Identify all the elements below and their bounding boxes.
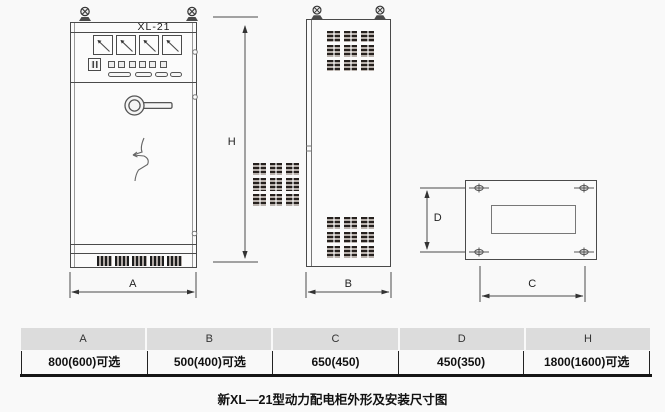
indicator-light-icon [149, 61, 157, 68]
lifting-eye-icon [185, 5, 199, 22]
lifting-eye-icon [310, 4, 324, 20]
dimension-arrowheads [71, 25, 584, 299]
table-value-cell: 650(450) [272, 351, 398, 374]
indicator-light-icon [108, 61, 115, 68]
meter-needles [97, 40, 179, 52]
rotary-handle-icon [124, 95, 173, 116]
indicator-light-icon [159, 61, 167, 68]
table-header-cell: D [399, 328, 524, 350]
louver-grid [327, 217, 374, 259]
dim-b-label: B [344, 278, 353, 290]
table-value-cell: 500(400)可选 [146, 351, 273, 374]
label-plate [108, 71, 131, 77]
label-plate [155, 71, 168, 77]
table-header-cell: C [273, 328, 398, 350]
dim-a-label: A [129, 278, 137, 290]
model-label: XL-21 [137, 20, 171, 33]
table-bottom-rule [20, 374, 652, 377]
front-right-edge-line [192, 23, 193, 267]
indicator-light-icon [128, 61, 136, 68]
table-value-cell: 1800(1600)可选 [523, 351, 650, 374]
indicator-light-icon [118, 61, 126, 68]
dim-c-label: C [528, 278, 537, 290]
indicator-light-icon [138, 61, 146, 68]
front-top-band-line [71, 32, 196, 33]
dim-d-lines [420, 187, 466, 253]
dim-h-label: H [227, 136, 237, 148]
table-value-cell: 450(350) [397, 351, 524, 374]
table-value-cell: 800(600)可选 [21, 351, 147, 374]
mounting-hole-icons [469, 183, 594, 257]
dim-c-lines [479, 266, 586, 302]
cable-entry-cutout [491, 205, 576, 234]
vent-strip [97, 256, 182, 266]
label-plate [135, 71, 152, 77]
dim-a-lines [69, 272, 197, 298]
dim-h-lines [213, 16, 258, 263]
table-header-cell: H [525, 328, 651, 350]
lifting-eye-icon [78, 5, 92, 22]
hour-counter-icon [88, 58, 101, 71]
front-left-edge-line [74, 23, 75, 267]
louver-grid-detail [253, 163, 300, 207]
dim-d-label: D [433, 212, 443, 224]
drawing-caption: 新XL—21型动力配电柜外形及安装尺寸图 [217, 393, 448, 407]
lifting-eye-icon [373, 4, 387, 20]
table-header-cell: B [147, 328, 272, 350]
front-panel-divider-line [71, 82, 196, 83]
louver-grid [327, 31, 374, 72]
table-header-row: A B C D H [21, 328, 651, 350]
dim-b-lines [305, 272, 392, 298]
door-knob-holes [191, 49, 198, 237]
table-value-row: 800(600)可选 500(400)可选 650(450) 450(350) … [21, 351, 650, 374]
table-header-cell: A [21, 328, 146, 350]
front-door-bottom-line [71, 244, 196, 245]
front-bottom-band-line [71, 253, 196, 254]
squiggle-annotation [132, 137, 149, 182]
label-plate [170, 71, 182, 77]
side-door-edge-line [311, 20, 312, 266]
